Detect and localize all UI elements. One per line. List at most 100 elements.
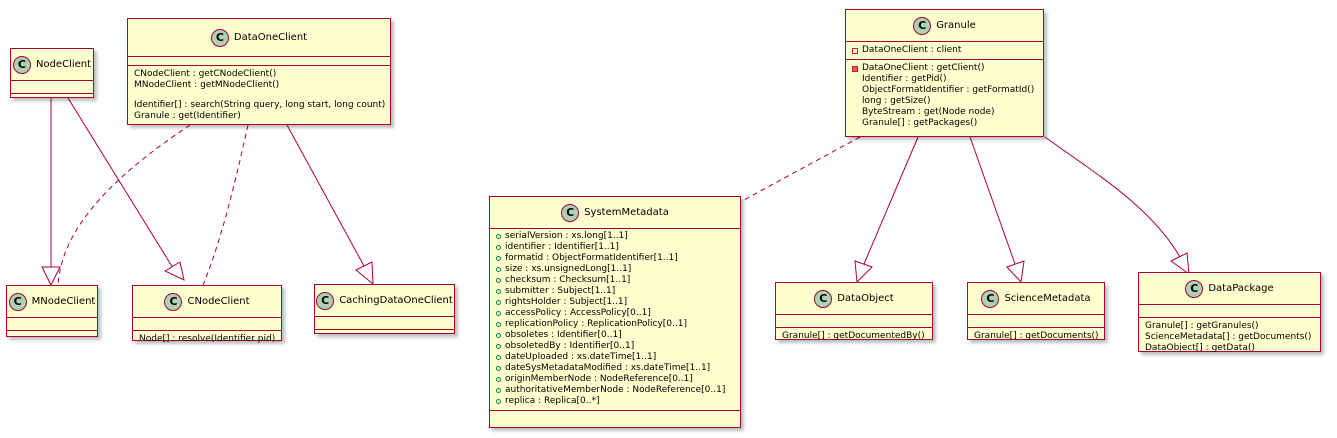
field-line: obsoletes : Identifier[0..1] xyxy=(496,330,734,341)
class-fields xyxy=(776,315,932,328)
method-line: Identifier[] : search(String query, long… xyxy=(134,100,386,110)
class-methods: CNodeClient : getCNodeClient() MNodeClie… xyxy=(128,66,390,125)
method-line: ScienceMetadata[] : getDocuments() xyxy=(1145,332,1312,342)
class-header: C CachingDataOneClient xyxy=(315,285,454,317)
class-name: SystemMetadata xyxy=(584,207,669,218)
class-name: CNodeClient xyxy=(187,296,250,307)
public-visibility-icon xyxy=(496,388,501,393)
field-text: originMemberNode : NodeReference[0..1] xyxy=(505,374,693,384)
public-visibility-icon xyxy=(496,278,501,283)
class-badge-icon: C xyxy=(210,28,229,47)
public-visibility-icon xyxy=(496,399,501,404)
field-text: replicationPolicy : ReplicationPolicy[0.… xyxy=(505,319,687,329)
class-methods: Node[] : resolve(Identifier pid) xyxy=(133,331,281,348)
field-line: originMemberNode : NodeReference[0..1] xyxy=(496,374,734,385)
public-visibility-icon xyxy=(496,344,501,349)
field-text: submitter : Subject[1..1] xyxy=(505,286,616,296)
field-text: accessPolicy : AccessPolicy[0..1] xyxy=(505,308,651,318)
class-fields xyxy=(968,315,1104,328)
class-header: C DataPackage xyxy=(1139,273,1320,305)
class-fields xyxy=(128,57,390,66)
edge-granule-datapackage-arrowhead xyxy=(1170,252,1190,276)
method-line: long : getSize() xyxy=(862,96,931,106)
edge-granule-dataobject xyxy=(863,136,919,265)
method-line: Node[] : resolve(Identifier pid) xyxy=(139,334,276,344)
class-methods xyxy=(490,411,740,423)
field-line: DataOneClient : client xyxy=(852,45,1037,56)
field-line: identifier : Identifier[1..1] xyxy=(496,242,734,253)
method-line: Granule[] : getDocuments() xyxy=(974,331,1099,341)
field-text: checksum : Checksum[1..1] xyxy=(505,275,631,285)
class-methods xyxy=(7,331,97,343)
field-line: formatid : ObjectFormatIdentifier[1..1] xyxy=(496,253,734,264)
public-visibility-icon xyxy=(496,245,501,250)
class-name: Granule xyxy=(936,20,976,31)
field-text: rightsHolder : Subject[1..1] xyxy=(505,297,628,307)
edge-nodeclient-cnodeclient-arrowhead xyxy=(163,261,185,281)
public-visibility-icon xyxy=(496,366,501,371)
field-line: dateUploaded : xs.dateTime[1..1] xyxy=(496,352,734,363)
field-text: identifier : Identifier[1..1] xyxy=(505,242,619,252)
class-badge-icon: C xyxy=(164,292,183,311)
class-badge-icon: C xyxy=(561,203,580,222)
class-header: C DataOneClient xyxy=(128,19,390,57)
edge-granule-datapackage xyxy=(1044,136,1181,258)
class-fields xyxy=(133,318,281,331)
public-visibility-icon xyxy=(496,322,501,327)
method-line: DataOneClient : getClient() xyxy=(852,63,1037,74)
class-badge-icon: C xyxy=(8,292,27,311)
field-line: rightsHolder : Subject[1..1] xyxy=(496,297,734,308)
class-methods: Granule[] : getDocumentedBy() xyxy=(776,328,932,345)
field-text: authoritativeMemberNode : NodeReference[… xyxy=(505,385,726,395)
class-methods xyxy=(315,330,454,342)
method-spacer xyxy=(134,91,384,100)
field-line: dateSysMetadataModified : xs.dateTime[1.… xyxy=(496,363,734,374)
public-visibility-icon xyxy=(496,377,501,382)
method-line: ByteStream : get(Node node) xyxy=(862,107,995,117)
class-nodeclient: C NodeClient xyxy=(10,48,94,98)
class-fields xyxy=(7,318,97,331)
class-name: ScienceMetadata xyxy=(1004,293,1091,304)
method-line: DataObject[] : getData() xyxy=(1145,343,1255,353)
method-line: CNodeClient : getCNodeClient() xyxy=(134,69,277,79)
class-fields: DataOneClient : client xyxy=(846,42,1043,60)
class-badge-icon: C xyxy=(12,55,31,74)
class-cnodeclient: C CNodeClient Node[] : resolve(Identifie… xyxy=(132,285,282,344)
class-header: C SystemMetadata xyxy=(490,197,740,229)
private-visibility-icon xyxy=(852,47,858,54)
class-methods: DataOneClient : getClient() Identifier :… xyxy=(846,60,1043,132)
method-text: DataOneClient : getClient() xyxy=(862,63,985,73)
field-line: checksum : Checksum[1..1] xyxy=(496,275,734,286)
field-line: obsoletedBy : Identifier[0..1] xyxy=(496,341,734,352)
class-name: NodeClient xyxy=(35,59,92,70)
class-name: CachingDataOneClient xyxy=(339,295,453,306)
field-text: serialVersion : xs.long[1..1] xyxy=(505,231,628,241)
public-visibility-icon xyxy=(496,311,501,316)
method-line: Granule[] : getGranules() xyxy=(1145,321,1259,331)
class-header: C Granule xyxy=(846,10,1043,42)
field-text: DataOneClient : client xyxy=(862,45,962,55)
class-datapackage: C DataPackage Granule[] : getGranules() … xyxy=(1138,272,1321,353)
method-line: Granule[] : getPackages() xyxy=(862,118,978,128)
class-header: C ScienceMetadata xyxy=(968,283,1104,315)
method-line: MNodeClient : getMNodeClient() xyxy=(134,80,280,90)
class-granule: C Granule DataOneClient : client DataOne… xyxy=(845,9,1044,137)
edge-nodeclient-mnodeclient-arrowhead xyxy=(41,266,61,287)
field-line: serialVersion : xs.long[1..1] xyxy=(496,231,734,242)
field-text: dateSysMetadataModified : xs.dateTime[1.… xyxy=(505,363,711,373)
field-line: authoritativeMemberNode : NodeReference[… xyxy=(496,385,734,396)
class-dataoneclient: C DataOneClient CNodeClient : getCNodeCl… xyxy=(127,18,391,125)
field-text: dateUploaded : xs.dateTime[1..1] xyxy=(505,352,657,362)
class-header: C DataObject xyxy=(776,283,932,315)
edge-granule-systemmetadata xyxy=(741,136,861,202)
method-line: ObjectFormatIdentifier : getFormatId() xyxy=(862,85,1035,95)
field-text: replica : Replica[0..*] xyxy=(505,396,600,406)
edge-granule-dataobject-arrowhead xyxy=(854,260,873,284)
method-line: Granule[] : getDocumentedBy() xyxy=(782,331,925,341)
class-name: DataObject xyxy=(837,293,894,304)
class-dataobject: C DataObject Granule[] : getDocumentedBy… xyxy=(775,282,933,341)
class-name: MNodeClient xyxy=(31,296,96,307)
class-fields xyxy=(11,81,93,94)
edge-dataoneclient-mnodeclient xyxy=(57,124,191,286)
